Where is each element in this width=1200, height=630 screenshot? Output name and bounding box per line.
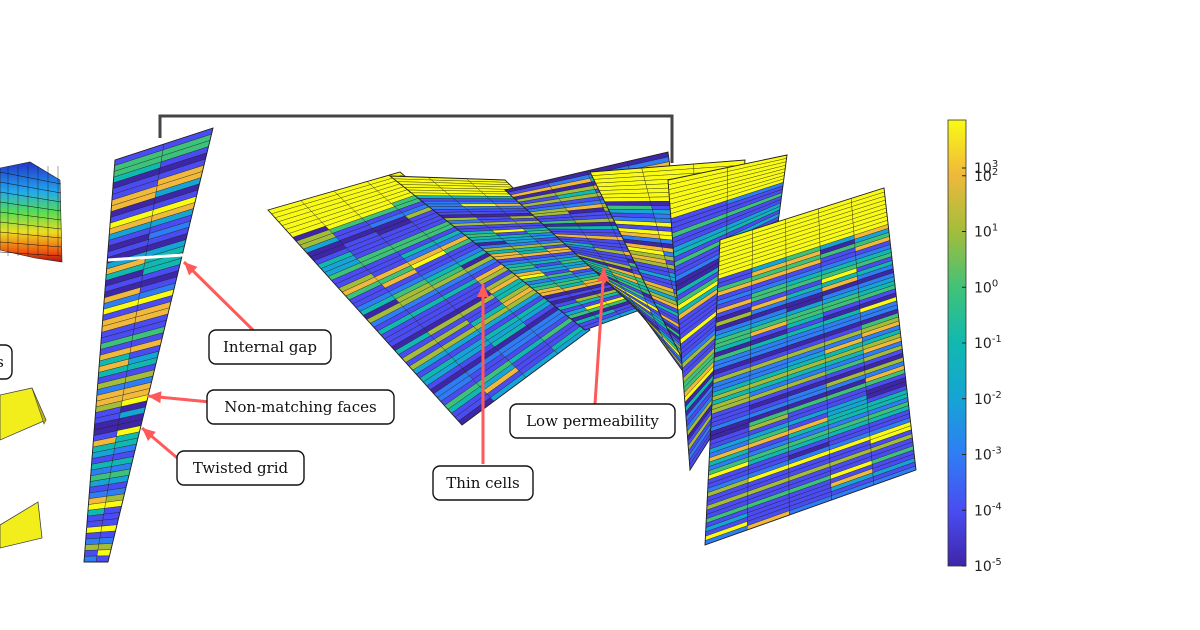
left-partial-models	[0, 161, 63, 549]
colorbar-tick-label: 100	[974, 278, 998, 296]
grid-cell	[84, 549, 99, 557]
grid-cell	[414, 195, 455, 199]
fault-panel-1	[267, 171, 591, 426]
rainbow-layer-line	[0, 211, 62, 221]
callout-text: Non-matching faces	[224, 398, 376, 416]
callout-twisted-grid: Twisted grid	[176, 450, 305, 486]
grid-cell	[99, 530, 116, 539]
grid-cell	[459, 203, 499, 207]
callout-box	[0, 344, 13, 380]
callout-thin-cells: Thin cells	[432, 465, 534, 501]
internal-gap-line	[107, 253, 184, 262]
fault-panel-2	[388, 175, 641, 331]
left-column-grid	[83, 127, 214, 563]
colorbar-tick-label: 102	[974, 167, 998, 185]
yellow-prism-1-shade	[31, 387, 47, 425]
callout-text: Twisted grid	[193, 459, 289, 477]
grid-panels	[83, 127, 917, 563]
rainbow-layer-line	[0, 171, 62, 185]
grid-cell	[410, 192, 452, 197]
grid-cell	[450, 195, 490, 199]
front-block-grid-outline	[704, 187, 917, 546]
callout-non-matching-faces: Non-matching faces	[206, 389, 395, 425]
callout-text: Internal gap	[223, 338, 317, 356]
grid-cell	[421, 201, 461, 205]
fault-panel-1-outline	[267, 171, 591, 426]
arrow-non-matching-faces	[147, 391, 211, 404]
callout-internal-gap: Internal gap	[208, 329, 332, 365]
rainbow-block	[0, 161, 63, 263]
colorbar-tick-label: 10-1	[974, 334, 1002, 352]
callout-text: Thin cells	[446, 474, 519, 492]
rainbow-layer-line	[0, 201, 62, 212]
callout-box	[176, 450, 305, 486]
grid-cell	[606, 205, 653, 210]
rainbow-layer-line	[0, 191, 62, 203]
grid-cell	[604, 201, 652, 206]
arrow-thin-cells	[477, 284, 489, 464]
colorbar-tick-label: 101	[974, 223, 998, 241]
grid-cell	[545, 226, 582, 230]
rainbow-block-lines	[0, 166, 62, 257]
grid-cell	[84, 543, 100, 551]
grid-cell	[85, 537, 101, 545]
colorbar-tick-label: 10-4	[974, 501, 1002, 519]
rainbow-layer-line	[0, 231, 62, 239]
arrow-internal-gap	[182, 260, 257, 334]
yellow-prism-2	[0, 501, 43, 549]
front-block-grid	[704, 187, 917, 546]
left-column-grid-outline	[83, 127, 214, 563]
grid-cell	[85, 531, 102, 540]
callout-box	[432, 465, 534, 501]
grid-cell	[95, 555, 110, 563]
grid-cell	[456, 201, 496, 205]
colorbar-tick-label: 10-2	[974, 390, 1002, 408]
arrow-low-permeability	[593, 267, 610, 405]
grid-cell	[98, 537, 115, 545]
grid-cell	[453, 198, 493, 202]
colorbar-tick-label: 10-3	[974, 446, 1002, 464]
colorbar-tick-label: 10-5	[974, 557, 1002, 575]
callout-text: Low permeability	[526, 412, 659, 430]
arrow-twisted-grid	[141, 426, 183, 464]
callout-box	[509, 403, 676, 439]
rainbow-layer-line	[0, 181, 62, 194]
callout-partial-left: s	[0, 344, 13, 380]
colorbar-tick-label: 103	[974, 159, 998, 177]
grid-cell	[83, 555, 98, 563]
grid-cell	[425, 203, 464, 207]
grid-cell	[96, 549, 112, 557]
grid-cell	[417, 198, 458, 202]
rainbow-layer-line	[0, 251, 62, 257]
connector-bracket	[158, 114, 674, 163]
callout-box	[208, 329, 332, 365]
yellow-prism-1	[0, 387, 47, 441]
grid-cell	[97, 543, 113, 551]
callout-low-permeability: Low permeability	[509, 403, 676, 439]
callout-arrows	[141, 260, 610, 464]
grid-cell	[578, 225, 614, 230]
rainbow-layer-line	[0, 241, 62, 248]
grid-cell	[602, 197, 651, 202]
callout-box	[206, 389, 395, 425]
rainbow-layer-line	[0, 221, 62, 230]
callout-text: s	[0, 353, 4, 371]
